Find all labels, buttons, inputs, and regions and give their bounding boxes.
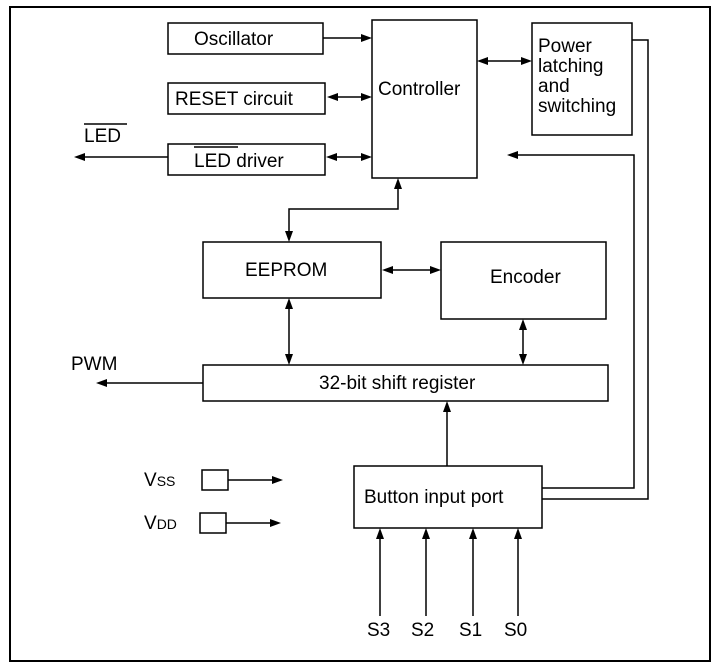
vdd-main-text: V xyxy=(144,513,157,534)
power-to-button-port-line xyxy=(542,39,649,500)
encoder-shift-register-arrow xyxy=(519,319,527,365)
s1-input-arrow xyxy=(469,528,477,616)
vss-arrow xyxy=(228,476,283,484)
led-output-arrow xyxy=(74,153,168,161)
vdd-pin-box xyxy=(199,512,227,534)
reset-circuit-label: RESET circuit xyxy=(175,89,294,110)
vss-main-text: V xyxy=(144,470,157,491)
controller-label: Controller xyxy=(378,79,461,100)
vdd-sub-text: DD xyxy=(157,516,177,532)
controller-eeprom-arrow xyxy=(285,178,402,242)
button-input-port-label: Button input port xyxy=(364,487,504,508)
controller-block: Controller xyxy=(371,19,478,179)
vdd-label: VDD xyxy=(144,513,177,534)
vss-label: VSS xyxy=(144,470,175,491)
eeprom-block: EEPROM xyxy=(202,241,382,299)
s3-label: S3 xyxy=(367,620,390,641)
vss-sub-text: SS xyxy=(157,473,176,489)
power-label-line1: Power xyxy=(538,36,593,57)
controller-power-arrow xyxy=(477,57,532,65)
button-input-port-block: Button input port xyxy=(353,465,543,529)
led-driver-bar-text: LED xyxy=(194,151,231,172)
eeprom-shift-register-arrow xyxy=(285,298,293,365)
s3-input-arrow xyxy=(376,528,384,616)
power-label-line2: latching xyxy=(538,56,604,77)
power-label-line4: switching xyxy=(538,96,616,117)
led-driver-rest-text: driver xyxy=(231,151,284,172)
power-latching-block: Power latching and switching xyxy=(531,22,633,136)
s0-label: S0 xyxy=(504,620,527,641)
oscillator-to-controller-arrow xyxy=(323,34,372,42)
pwm-output-arrow xyxy=(96,379,203,387)
oscillator-block: Oscillator xyxy=(167,22,324,55)
vss-pin-box xyxy=(201,469,229,491)
power-label-line3: and xyxy=(538,76,570,97)
pwm-signal-label: PWM xyxy=(71,354,117,375)
led-signal-label: LED xyxy=(84,123,127,147)
led-driver-label: LED driver xyxy=(194,151,284,172)
button-port-to-controller-arrow xyxy=(507,151,635,489)
led-driver-controller-arrow xyxy=(326,153,372,161)
vdd-arrow xyxy=(226,519,281,527)
oscillator-label: Oscillator xyxy=(194,29,274,50)
reset-circuit-block: RESET circuit xyxy=(167,82,326,115)
s1-label: S1 xyxy=(459,620,482,641)
eeprom-encoder-arrow xyxy=(382,266,441,274)
encoder-label: Encoder xyxy=(490,267,561,288)
reset-controller-arrow xyxy=(327,93,372,101)
s2-label: S2 xyxy=(411,620,434,641)
led-driver-block: LED driver xyxy=(167,143,326,176)
encoder-block: Encoder xyxy=(440,241,607,320)
button-port-to-shift-register-arrow xyxy=(443,401,451,466)
s2-input-arrow xyxy=(422,528,430,616)
eeprom-label: EEPROM xyxy=(245,260,327,281)
shift-register-block: 32-bit shift register xyxy=(202,364,609,402)
s0-input-arrow xyxy=(514,528,522,616)
led-signal-text: LED xyxy=(84,126,121,147)
shift-register-label: 32-bit shift register xyxy=(319,373,476,394)
